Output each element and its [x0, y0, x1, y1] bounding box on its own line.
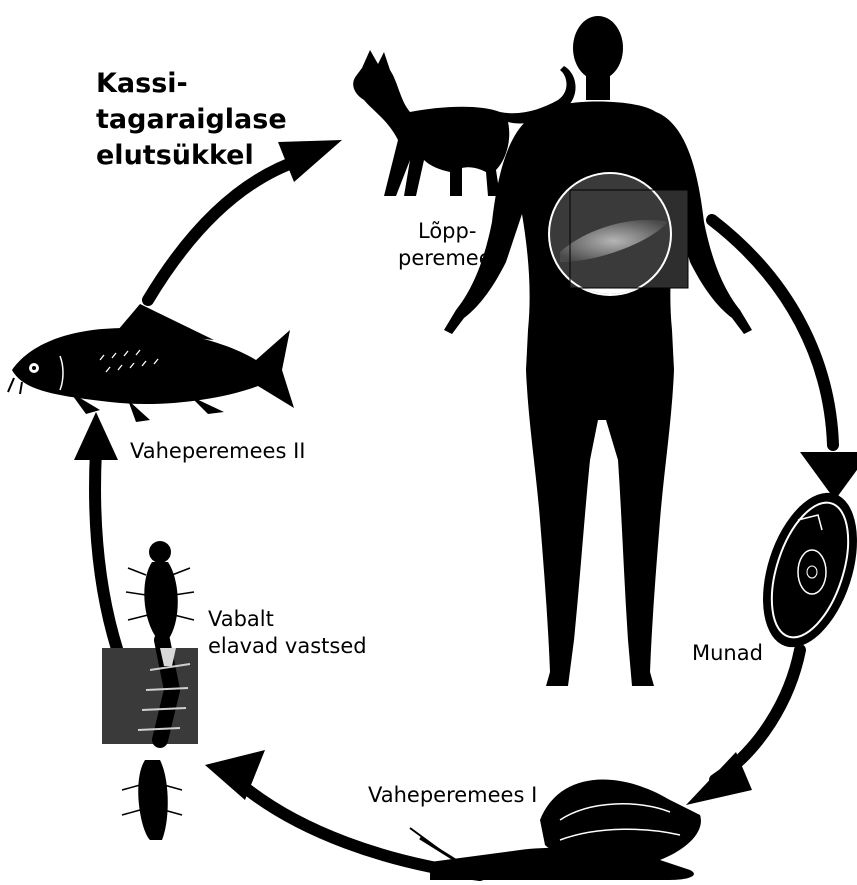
- arrow-larvae-to-fish: [74, 412, 128, 680]
- egg-illustration: [745, 481, 857, 659]
- larvae-label-line-2: elavad vastsed: [208, 633, 367, 660]
- arrow-snail-to-larvae: [205, 750, 480, 875]
- intermediate-host-2-label: Vaheperemees II: [130, 438, 305, 465]
- larva-illustration: [102, 541, 198, 840]
- eggs-label: Munad: [692, 640, 763, 667]
- title-line-1: Kassi-: [96, 66, 287, 102]
- final-host-label-line-1: Lõpp-: [418, 218, 476, 245]
- fish-silhouette: [8, 304, 294, 422]
- intermediate-host-1-label: Vaheperemees I: [368, 782, 537, 809]
- title-line-3: elutsükkel: [96, 138, 287, 174]
- arrow-eggs-to-snail: [686, 650, 800, 805]
- larvae-label-line-1: Vabalt: [208, 606, 274, 633]
- arrow-human-to-eggs: [712, 220, 857, 500]
- diagram-title: Kassi- tagaraiglase elutsükkel: [96, 66, 287, 174]
- title-line-2: tagaraiglase: [96, 102, 287, 138]
- final-host-label-line-2: peremees: [398, 245, 503, 272]
